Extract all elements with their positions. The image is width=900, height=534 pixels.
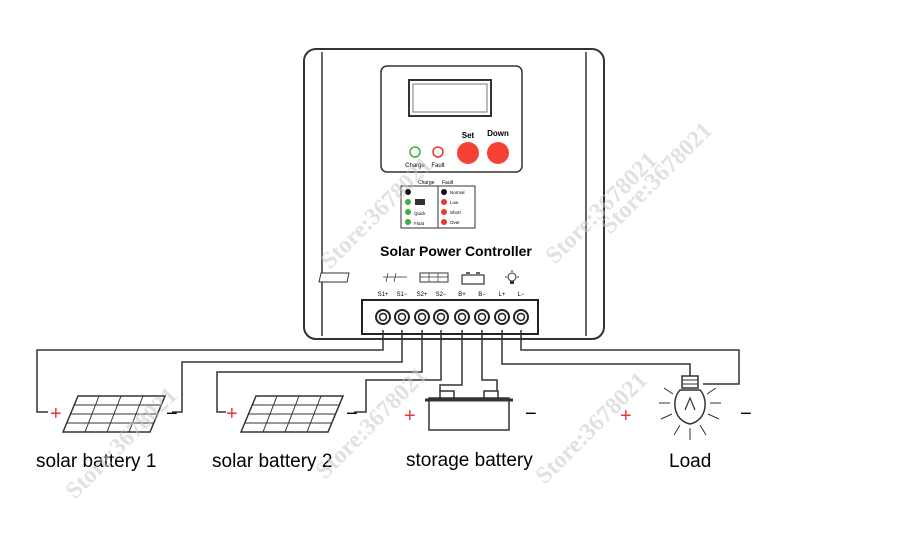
- controller-title: Solar Power Controller: [380, 243, 532, 259]
- legend-right-short: Short: [450, 210, 462, 215]
- legend-dot-icon: [441, 209, 447, 215]
- terminal-label-l-minus: L−: [518, 292, 525, 298]
- set-button-label: Set: [462, 131, 475, 140]
- solar1-minus-sign: −: [166, 403, 178, 425]
- terminal-label-b-minus: B−: [478, 292, 486, 298]
- legend-header-charge: Charge: [418, 180, 435, 186]
- storage-battery: + −: [404, 390, 537, 431]
- wire-battery-positive: [439, 330, 463, 391]
- terminal-screw-icon: [494, 309, 510, 325]
- wire-solar2-negative: [354, 330, 442, 413]
- terminal-screw-inner-icon: [436, 312, 446, 322]
- terminal-label-b-plus: B+: [458, 292, 466, 298]
- charge-led-icon: [409, 146, 421, 158]
- terminal-screw-icon: [433, 309, 449, 325]
- down-button-label: Down: [487, 129, 509, 138]
- legend-dot-icon: [405, 209, 411, 215]
- terminal-label-s2-plus: S2+: [417, 292, 428, 298]
- legend-dot-icon: [441, 189, 447, 195]
- terminal-label-l-plus: L+: [499, 292, 506, 298]
- terminal-label-s1-plus: S1+: [378, 292, 389, 298]
- solar-panel-1: + −: [50, 395, 178, 433]
- load-minus-sign: −: [740, 403, 752, 425]
- legend-dot-icon: [441, 219, 447, 225]
- fault-indicator-label: Fault: [431, 163, 445, 169]
- legend-header-fault: Fault: [442, 180, 454, 186]
- terminal-screw-icon: [414, 309, 430, 325]
- wire-solar1-positive: [36, 330, 384, 413]
- terminal-label-s2-minus: S2−: [436, 292, 447, 298]
- legend-dot-icon: [405, 189, 411, 195]
- terminal-screw-icon: [375, 309, 391, 325]
- wires: [36, 330, 740, 413]
- wire-battery-negative: [481, 330, 498, 391]
- down-button[interactable]: [487, 142, 509, 164]
- solar-panel-2: + −: [226, 395, 358, 433]
- lcd-display: [408, 79, 492, 117]
- terminal-screw-inner-icon: [417, 312, 427, 322]
- wire-load-positive: [501, 330, 691, 376]
- fault-led-icon: [432, 146, 444, 158]
- solar2-plus-sign: +: [226, 403, 238, 425]
- load-plus-sign: +: [620, 405, 632, 427]
- wire-solar1-negative: [172, 330, 403, 413]
- legend-dot-icon: [405, 219, 411, 225]
- terminal-screw-inner-icon: [457, 312, 467, 322]
- solar-panel-2-small-icon: [419, 272, 449, 283]
- terminal-screw-icon: [394, 309, 410, 325]
- solar1-plus-sign: +: [50, 403, 62, 425]
- status-legend: Charge Fault Quick Float Normal Low Shor…: [400, 180, 476, 229]
- legend-right-low: Low: [450, 200, 459, 205]
- legend-dot-icon: [405, 199, 411, 205]
- battery-small-icon: [461, 272, 485, 285]
- legend-left-float: Float: [414, 221, 425, 226]
- battery-minus-sign: −: [525, 403, 537, 425]
- watermark-text: Store:3678021: [531, 367, 653, 489]
- terminal-screw-inner-icon: [378, 312, 388, 322]
- solar-battery-2-label: solar battery 2: [212, 451, 332, 472]
- wire-load-negative: [520, 330, 740, 385]
- terminal-label-s1-minus: S1−: [397, 292, 408, 298]
- battery-plus-sign: +: [404, 405, 416, 427]
- terminal-block: [361, 299, 539, 335]
- solar-battery-1-label: solar battery 1: [36, 451, 156, 472]
- terminal-screw-icon: [513, 309, 529, 325]
- terminal-screw-icon: [454, 309, 470, 325]
- terminal-labels: S1+ S1− S2+ S2− B+ B− L+ L−: [378, 292, 525, 298]
- legend-dot-icon: [441, 199, 447, 205]
- load-label: Load: [669, 451, 711, 472]
- charge-indicator-label: Charge: [405, 163, 425, 169]
- controller-unit: Charge Fault Set Down Charge Fault Quick…: [303, 48, 605, 340]
- lamp-icon: + −: [620, 375, 752, 440]
- solar2-minus-sign: −: [346, 403, 358, 425]
- solar-panel-1-small-icon: [318, 272, 407, 283]
- terminal-screw-inner-icon: [516, 312, 526, 322]
- terminal-screw-inner-icon: [477, 312, 487, 322]
- legend-left-quick: Quick: [414, 211, 426, 216]
- terminal-screw-inner-icon: [397, 312, 407, 322]
- wire-solar2-positive: [216, 330, 423, 413]
- legend-right-over: Over: [450, 220, 460, 225]
- legend-right-normal: Normal: [450, 190, 465, 195]
- lamp-small-icon: [505, 270, 519, 284]
- terminal-screw-icon: [474, 309, 490, 325]
- set-button[interactable]: [457, 142, 479, 164]
- storage-battery-label: storage battery: [406, 450, 533, 471]
- terminal-screw-inner-icon: [497, 312, 507, 322]
